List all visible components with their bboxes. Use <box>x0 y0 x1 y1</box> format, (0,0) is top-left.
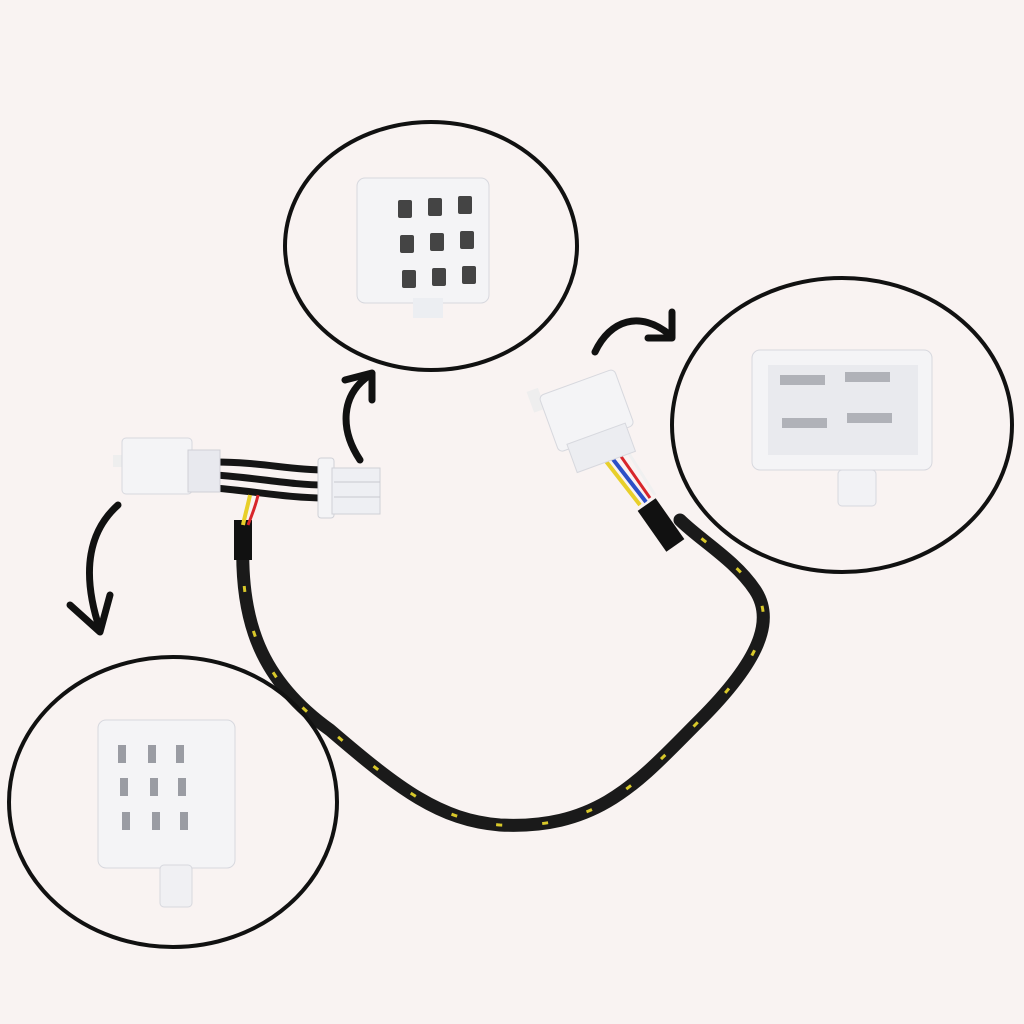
detail-circle-bottom-left <box>7 655 339 949</box>
connector-4pin <box>526 369 637 474</box>
arrow-curved-icon <box>66 501 122 636</box>
heat-shrink-right <box>637 498 685 552</box>
detail-circle-top <box>283 120 579 372</box>
arrow-curved-icon <box>591 308 676 356</box>
connector-wires-right <box>603 451 657 507</box>
connector-3pin-right <box>317 457 381 519</box>
heat-shrink-left <box>234 520 252 560</box>
connector-3pin-left <box>113 437 221 495</box>
splitter-wires <box>214 458 326 526</box>
braided-cable <box>234 498 770 832</box>
arrow-curved-icon <box>341 369 376 464</box>
detail-circle-right <box>670 276 1014 574</box>
